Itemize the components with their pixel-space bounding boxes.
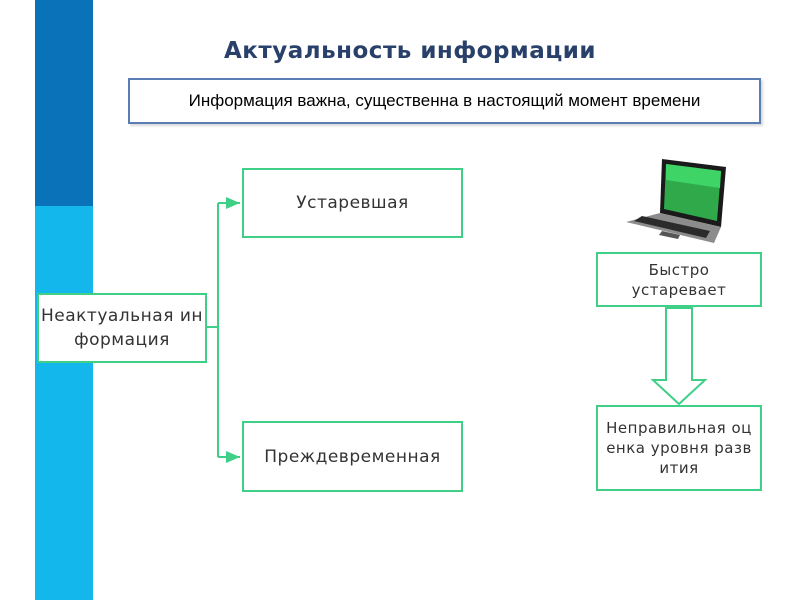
definition-box: Информация важна, существенна в настоящи… — [128, 78, 761, 124]
laptop-icon — [626, 159, 726, 243]
node-outdated: Устаревшая — [242, 168, 463, 238]
decor-band-dark — [35, 0, 93, 206]
down-arrow-icon — [650, 307, 708, 406]
node-fast-outdates-label: Быстро устаревает — [631, 260, 727, 299]
node-irrelevant-info-label: Неактуальная информация — [40, 306, 204, 350]
node-irrelevant-info: Неактуальная информация — [37, 293, 207, 363]
node-fast-outdates: Быстро устаревает — [596, 252, 762, 307]
node-outdated-label: Устаревшая — [296, 193, 409, 213]
node-premature-label: Преждевременная — [264, 446, 441, 467]
node-wrong-estimate-label: Неправильная оценка уровня развития — [606, 419, 752, 477]
slide-title: Актуальность информации — [223, 38, 597, 64]
node-premature: Преждевременная — [242, 421, 463, 492]
node-wrong-estimate: Неправильная оценка уровня развития — [596, 405, 762, 491]
decor-band-light — [35, 206, 93, 600]
definition-text: Информация важна, существенна в настоящи… — [188, 91, 701, 110]
